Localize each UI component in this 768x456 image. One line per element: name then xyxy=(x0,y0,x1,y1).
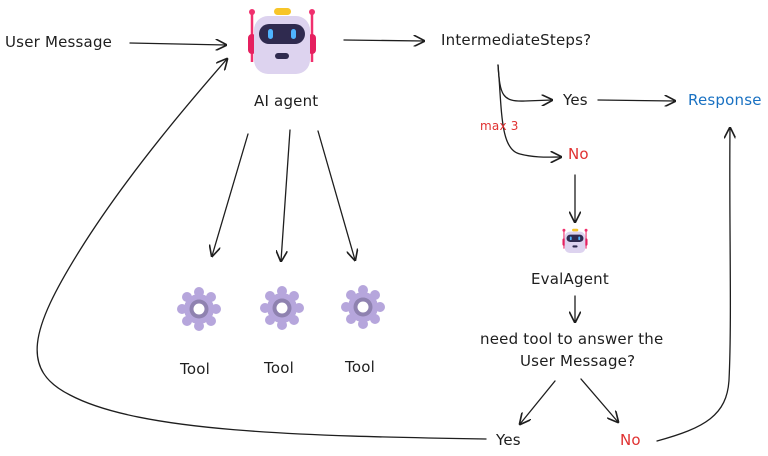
arrow-yes-to-response xyxy=(597,100,675,101)
arrow-steps-to-yes xyxy=(497,64,552,101)
ai-agent-label: AI agent xyxy=(254,92,319,110)
question-line-1: need tool to answer the xyxy=(480,330,664,348)
response-label: Response xyxy=(688,91,762,109)
arrow-steps-to-no xyxy=(497,64,561,157)
arrow-question-to-yes xyxy=(520,380,556,424)
tool-label-3: Tool xyxy=(345,358,375,376)
eval-robot-icon xyxy=(562,228,588,254)
yes-bottom-label: Yes xyxy=(496,431,521,449)
gear-icon xyxy=(341,285,385,329)
tool-label-1: Tool xyxy=(180,360,210,378)
no-top-label: No xyxy=(568,145,589,163)
max-label: max 3 xyxy=(480,119,519,133)
arrow-agent-to-tool-2 xyxy=(281,129,291,261)
arrow-agent-to-tool-1 xyxy=(212,133,249,256)
intermediate-steps-label: IntermediateSteps? xyxy=(441,31,592,49)
arrow-question-to-no xyxy=(580,378,618,422)
arrow-agent-to-steps xyxy=(343,40,424,41)
arrow-yes-loop-to-agent xyxy=(36,59,487,440)
robot-icon xyxy=(248,8,316,74)
gear-icon xyxy=(177,287,221,331)
arrow-agent-to-tool-3 xyxy=(317,130,355,260)
arrow-no-to-response xyxy=(656,128,730,442)
arrow-user-to-agent xyxy=(129,43,226,45)
tool-label-2: Tool xyxy=(264,359,294,377)
gear-icon xyxy=(260,286,304,330)
yes-top-label: Yes xyxy=(563,91,588,109)
no-bottom-label: No xyxy=(620,431,641,449)
user-message-label: User Message xyxy=(5,33,113,51)
question-line-2: User Message? xyxy=(520,352,636,370)
eval-agent-label: EvalAgent xyxy=(531,270,609,288)
